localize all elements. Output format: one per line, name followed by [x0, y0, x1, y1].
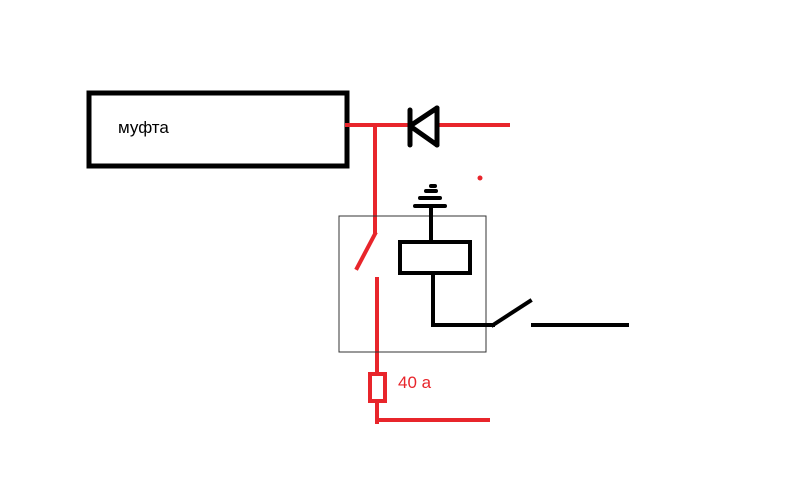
red-dot — [477, 175, 483, 181]
clutch-block — [86, 90, 350, 169]
fuse-rating-label: 40 а — [398, 373, 432, 392]
diode-symbol — [407, 105, 440, 148]
red-wiring — [345, 123, 510, 424]
fuse-symbol — [368, 372, 387, 403]
clutch-label: муфта — [118, 118, 169, 137]
relay-coil-circuit — [398, 206, 629, 328]
ground-icon — [413, 184, 447, 208]
relay-housing — [338, 215, 487, 353]
